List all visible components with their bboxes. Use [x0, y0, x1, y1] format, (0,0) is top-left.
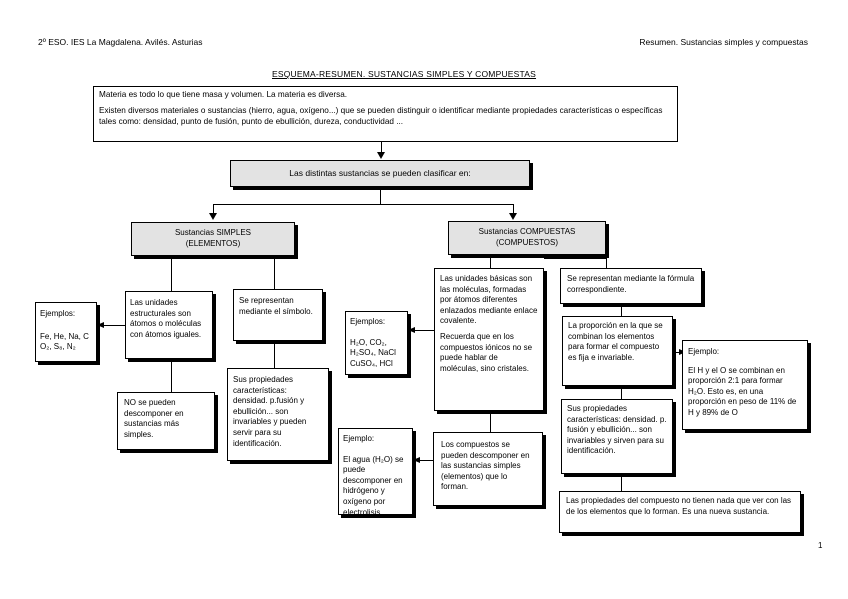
- compuestas-ionic-note: Recuerda que en los compuestos iónicos n…: [440, 331, 533, 373]
- connector-line: [380, 190, 381, 204]
- connector-line: [213, 204, 513, 205]
- simples-examples-title: Ejemplos:: [40, 309, 76, 318]
- compuestas-examples-box: Ejemplos: H₂O, CO₂, H₂SO₄, NaCl CuSO₄, H…: [345, 311, 408, 375]
- water-example-box: Ejemplo: El agua (H₂O) se puede descompo…: [338, 428, 413, 517]
- connector-line: [621, 389, 622, 399]
- connector-line: [490, 258, 491, 268]
- compuestas-examples-line2: H₂SO₄, NaCl: [350, 348, 396, 358]
- compuestas-examples-title: Ejemplos:: [350, 317, 386, 326]
- simples-properties-box: Sus propiedades características: densida…: [227, 368, 329, 461]
- simples-examples-box: Ejemplos: Fe, He, Na, C O₂, S₈, N₂: [35, 302, 97, 362]
- compuestas-title: Sustancias COMPUESTAS: [478, 227, 576, 236]
- connector-line: [490, 414, 491, 432]
- intro-definition: Materia es todo lo que tiene masa y volu…: [99, 90, 348, 99]
- header-right: Resumen. Sustancias simples y compuestas: [639, 37, 808, 47]
- arrow-down-icon: [377, 152, 385, 159]
- connector-line: [621, 304, 622, 316]
- simples-examples-line1: Fe, He, Na, C: [40, 331, 89, 341]
- compuestas-units-box: Las unidades básicas son las moléculas, …: [434, 268, 544, 411]
- arrow-down-icon: [209, 213, 217, 220]
- new-substance-box: Las propiedades del compuesto no tienen …: [559, 491, 801, 533]
- connector-line: [171, 362, 172, 392]
- intro-box: Materia es todo lo que tiene masa y volu…: [93, 86, 678, 142]
- water-example-title: Ejemplo:: [343, 434, 375, 443]
- connector-line: [513, 204, 514, 214]
- compuestas-subtitle: (COMPUESTOS): [495, 237, 559, 247]
- simples-examples-line2: O₂, S₈, N₂: [40, 342, 76, 352]
- simples-subtitle: (ELEMENTOS): [185, 238, 241, 248]
- connector-line: [381, 142, 382, 153]
- ho-example-title: Ejemplo:: [688, 347, 720, 356]
- connector-line: [171, 259, 172, 291]
- compuestas-properties-box: Sus propiedades características: densida…: [561, 399, 673, 474]
- connector-line: [419, 460, 433, 461]
- page-title: ESQUEMA-RESUMEN. SUSTANCIAS SIMPLES Y CO…: [272, 69, 537, 79]
- connector-line: [414, 330, 434, 331]
- header-left: 2º ESO. IES La Magdalena. Avilés. Asturi…: [38, 37, 203, 47]
- simples-title: Sustancias SIMPLES: [174, 228, 252, 237]
- simples-title-box: Sustancias SIMPLES (ELEMENTOS): [131, 222, 295, 256]
- compuestas-formula-box: Se representan mediante la fórmula corre…: [560, 268, 702, 304]
- connector-line: [213, 204, 214, 214]
- connector-line: [274, 344, 275, 368]
- compuestas-title-box: Sustancias COMPUESTAS (COMPUESTOS): [448, 221, 606, 255]
- connector-line: [103, 325, 125, 326]
- simples-units-box: Las unidades estructurales son átomos o …: [125, 291, 213, 359]
- compuestas-examples-line1: H₂O, CO₂,: [350, 337, 387, 347]
- compuestas-examples-line3: CuSO₄, HCl: [350, 358, 393, 368]
- connector-line: [606, 258, 607, 268]
- arrow-left-icon: [97, 322, 104, 328]
- connector-line: [673, 352, 680, 353]
- connector-line: [544, 258, 606, 259]
- page-number: 1: [818, 541, 823, 550]
- water-example-text: El agua (H₂O) se puede descomponer en hi…: [343, 454, 404, 517]
- compuestas-units-text: Las unidades básicas son las moléculas, …: [440, 274, 538, 326]
- arrow-down-icon: [509, 213, 517, 220]
- arrow-left-icon: [413, 457, 420, 463]
- intro-properties: Existen diversos materiales o sustancias…: [99, 105, 663, 126]
- simples-no-decompose-box: NO se pueden descomponer en sustancias m…: [117, 392, 215, 450]
- simples-symbol-box: Se representan mediante el símbolo.: [233, 289, 323, 341]
- connector-line: [621, 477, 622, 491]
- compuestas-decompose-box: Los compuestos se pueden descomponer en …: [433, 432, 543, 506]
- connector-line: [274, 259, 275, 289]
- compuestas-proportion-box: La proporción en la que se combinan los …: [562, 316, 673, 386]
- classify-box: Las distintas sustancias se pueden clasi…: [230, 160, 530, 187]
- ho-example-box: Ejemplo: El H y el O se combinan en prop…: [682, 340, 808, 430]
- arrow-left-icon: [408, 327, 415, 333]
- ho-example-text: El H y el O se combinan en proporción 2:…: [688, 365, 797, 417]
